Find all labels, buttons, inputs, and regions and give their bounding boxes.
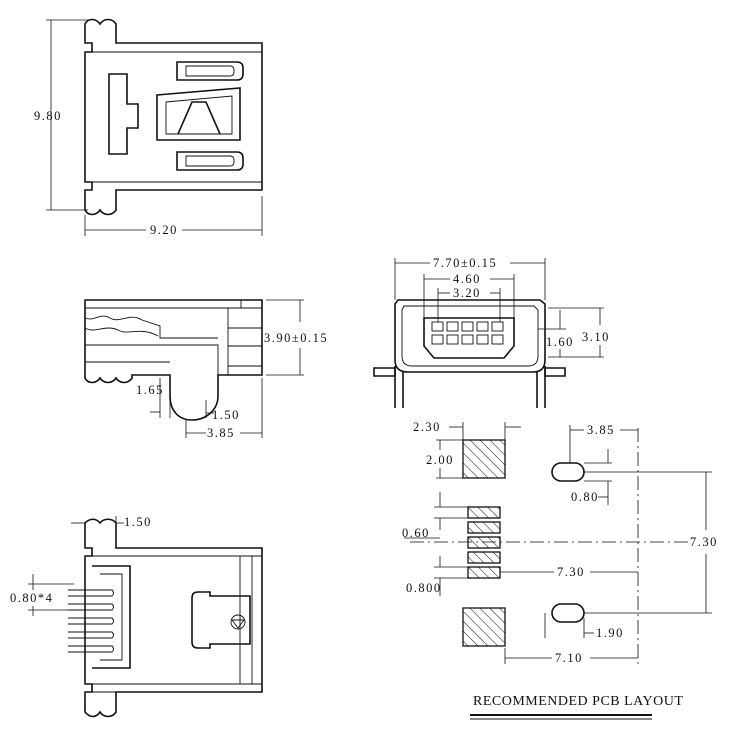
front-view: 7.70±0.15 4.60 3.20 3.10 1.60 <box>373 256 610 408</box>
dim-pcb-060: 0.60 <box>402 526 430 540</box>
pcb-slot-top <box>551 462 585 482</box>
dim-pcb-230: 2.30 <box>413 420 441 434</box>
dim-bottom-150: 1.50 <box>124 515 152 529</box>
pcb-signal-pads <box>467 506 501 579</box>
dim-bottom-pitch: 0.80*4 <box>10 591 53 605</box>
dim-pcb-710: 7.10 <box>555 651 583 665</box>
pcb-layout-title: RECOMMENDED PCB LAYOUT <box>473 694 683 709</box>
dim-top-height: 9.80 <box>34 109 62 123</box>
dim-pcb-730-v: 7.30 <box>690 535 718 549</box>
dim-side-165: 1.65 <box>136 383 164 397</box>
dim-pcb-0800: 0.800 <box>406 581 442 595</box>
dim-front-460: 4.60 <box>453 272 481 286</box>
dim-pcb-190: 1.90 <box>596 626 624 640</box>
dim-front-320: 3.20 <box>453 286 481 300</box>
side-view: 3.90±0.15 1.65 1.50 3.85 <box>84 299 328 440</box>
dim-front-160: 1.60 <box>546 335 574 349</box>
dim-side-height: 3.90±0.15 <box>264 331 328 345</box>
dim-pcb-080: 0.80 <box>571 490 599 504</box>
pcb-slot-bottom <box>551 603 585 623</box>
front-contacts <box>431 321 504 345</box>
dim-pcb-730-h: 7.30 <box>557 565 585 579</box>
dim-side-385: 3.85 <box>207 426 235 440</box>
dim-front-width: 7.70±0.15 <box>433 256 497 270</box>
top-view: 9.80 9.20 <box>34 18 263 237</box>
bottom-view: 1.50 0.80*4 <box>10 515 263 718</box>
pcb-pad-bottom-left <box>462 607 506 647</box>
dim-top-width: 9.20 <box>150 223 178 237</box>
dim-front-310: 3.10 <box>582 330 610 344</box>
dim-pcb-385: 3.85 <box>587 423 615 437</box>
dim-side-150: 1.50 <box>212 408 240 422</box>
pcb-layout: 2.30 2.00 3.85 0.80 0.60 0.800 <box>402 420 718 720</box>
dim-pcb-200: 2.00 <box>426 453 454 467</box>
bottom-pins <box>68 589 114 653</box>
pcb-pad-top-left <box>462 439 506 479</box>
